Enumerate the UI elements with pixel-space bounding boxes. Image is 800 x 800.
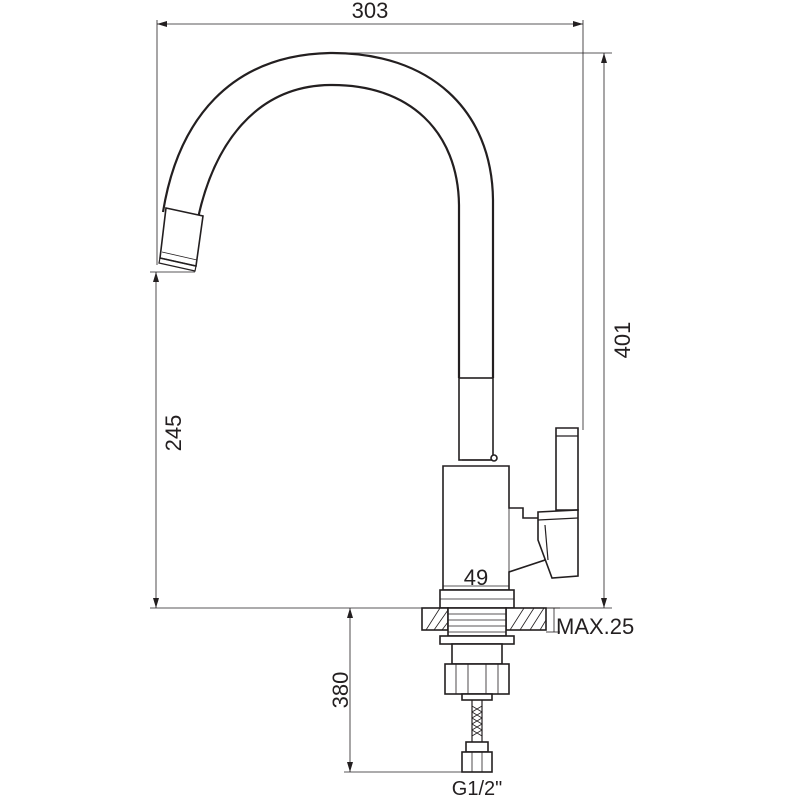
faucet-body <box>439 465 546 609</box>
dimension-total-width: 303 <box>156 0 584 430</box>
thread-spec: G1/2" <box>452 778 502 800</box>
dimension-counter-thickness: MAX.25 <box>546 607 634 639</box>
dimension-total-height: 401 <box>326 52 635 609</box>
dimension-spout-height: 245 <box>150 271 440 609</box>
dimension-body-width: 49 <box>443 565 509 590</box>
total-height-label: 401 <box>610 322 635 359</box>
lever-handle <box>537 427 579 579</box>
countertop-section <box>421 607 547 665</box>
thread-spec-label: G1/2" <box>452 778 502 800</box>
counter-thickness-label: MAX.25 <box>556 614 634 639</box>
connection-fitting <box>444 663 510 701</box>
body-width-label: 49 <box>464 565 488 590</box>
braided-hose <box>461 700 493 773</box>
spout-height-label: 245 <box>161 415 186 452</box>
spout-collar <box>458 377 498 462</box>
hose-length-label: 380 <box>328 672 353 709</box>
total-width-label: 303 <box>352 0 389 23</box>
dimension-hose-length: 380 <box>328 608 462 773</box>
aerator <box>158 207 204 272</box>
spout <box>161 51 495 378</box>
